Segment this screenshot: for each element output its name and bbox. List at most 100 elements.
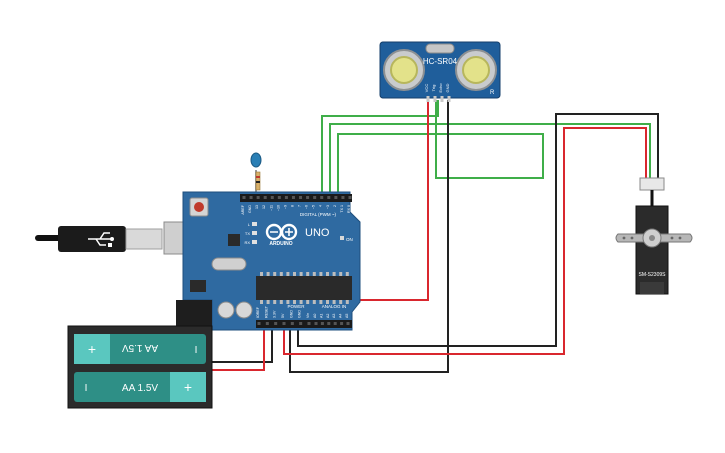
resistor-band-2 (256, 181, 260, 183)
header-pin-socket[interactable] (327, 322, 331, 325)
on-led-label: ON (346, 237, 353, 242)
header-pin-label: A4 (339, 314, 343, 318)
led-bulb (250, 152, 262, 168)
battery-cap (170, 372, 206, 402)
header-pin-label: GND (289, 310, 293, 318)
sensor-pin-label: Echo (438, 83, 443, 93)
on-led (340, 236, 344, 240)
digital-pin-label: 7 (298, 205, 302, 207)
servo-motor[interactable]: SM-S2309S (615, 177, 693, 295)
header-pin-socket[interactable] (340, 322, 344, 325)
board-led-label: L (248, 222, 251, 227)
battery-minus-sign: I (195, 345, 198, 356)
header-pin-label: A3 (332, 314, 336, 318)
header-pin-label: Vin (306, 313, 310, 318)
digital-pin-socket[interactable] (270, 196, 274, 199)
servo-horn-holes (622, 236, 682, 240)
servo-mount-tab (640, 282, 664, 294)
sensor-pin-label: VCC (424, 84, 429, 93)
wire-black-servo-gnd[interactable] (297, 113, 659, 347)
servo-body (635, 205, 669, 295)
wire-black-sensor-gnd[interactable] (289, 100, 449, 373)
digital-pin-socket[interactable] (242, 196, 246, 199)
board-led (252, 240, 257, 244)
header-pin-socket[interactable] (320, 322, 324, 325)
transducer-mesh-right (462, 56, 490, 84)
board-led (252, 222, 257, 226)
wire-green-echo-outer[interactable] (329, 123, 651, 196)
digital-pin-socket[interactable] (334, 196, 338, 199)
header-pin-socket[interactable] (290, 322, 294, 325)
wire-green-echo[interactable] (337, 100, 544, 196)
battery-cap (74, 334, 110, 364)
capacitor-1 (217, 301, 235, 319)
header-pin-socket[interactable] (282, 322, 286, 325)
header-pin-label: A0 (313, 314, 317, 318)
header-pin-socket[interactable] (314, 322, 318, 325)
wire-red-servo-vcc[interactable] (283, 127, 647, 355)
wire-red-battery[interactable] (207, 322, 265, 371)
battery-minus-sign: I (85, 383, 88, 394)
voltage-regulator (190, 280, 206, 292)
digital-pin-socket[interactable] (341, 196, 345, 199)
power-jack[interactable] (176, 300, 212, 326)
battery-cell-label: AA 1.5V (122, 383, 158, 394)
digital-pin-socket[interactable] (348, 196, 352, 199)
analog-header (312, 320, 352, 328)
header-pin-label: 5V (281, 313, 285, 318)
digital-pin-label: 4 (319, 205, 323, 207)
digital-pin-socket[interactable] (320, 196, 324, 199)
usb-icon (88, 232, 114, 247)
digital-pin-socket[interactable] (327, 196, 331, 199)
digital-pin-socket[interactable] (249, 196, 253, 199)
sensor-pin[interactable] (447, 96, 451, 102)
sensor-pin[interactable] (440, 96, 444, 102)
sensor-pin[interactable] (433, 96, 437, 102)
arduino-brand-label: ARDUINO (269, 241, 292, 247)
transducer-mesh-left (390, 56, 418, 84)
digital-pin-socket[interactable] (291, 196, 295, 199)
board-led-label: TX (245, 231, 250, 236)
sensor-pin[interactable] (426, 96, 430, 102)
resistor-band-1 (256, 176, 260, 178)
digital-pin-socket[interactable] (256, 196, 260, 199)
header-pin-label: A2 (326, 314, 330, 318)
header-pin-label: IOREF (256, 306, 260, 318)
header-pin-socket[interactable] (346, 322, 350, 325)
led-with-resistor[interactable] (250, 152, 262, 191)
digital-pin-socket[interactable] (299, 196, 303, 199)
header-pin-socket[interactable] (307, 322, 311, 325)
battery-plus-sign: + (88, 341, 96, 357)
digital-pin-socket[interactable] (277, 196, 281, 199)
servo-connector (639, 177, 665, 191)
digital-header-label: DIGITAL (PWM ~) (300, 212, 337, 217)
digital-pin-label: GND (248, 205, 252, 213)
header-pin-socket[interactable] (265, 322, 269, 325)
wire-black-battery[interactable] (207, 322, 273, 363)
wire-green-trig[interactable] (321, 100, 439, 196)
header-pin-socket[interactable] (299, 322, 303, 325)
chip-legs (260, 272, 349, 304)
digital-pin-socket[interactable] (263, 196, 267, 199)
header-pin-socket[interactable] (257, 322, 261, 325)
header-pin-socket[interactable] (333, 322, 337, 325)
digital-pin-socket[interactable] (313, 196, 317, 199)
wires (207, 100, 659, 373)
digital-pin-socket[interactable] (306, 196, 310, 199)
board-led (252, 231, 257, 235)
header-pin-socket[interactable] (274, 322, 278, 325)
arduino-logo-icon (265, 223, 298, 241)
atmega-chip (256, 276, 352, 300)
reset-button-cap[interactable] (194, 202, 204, 212)
digital-pin-label: ~5 (312, 205, 316, 209)
digital-pin-socket[interactable] (284, 196, 288, 199)
